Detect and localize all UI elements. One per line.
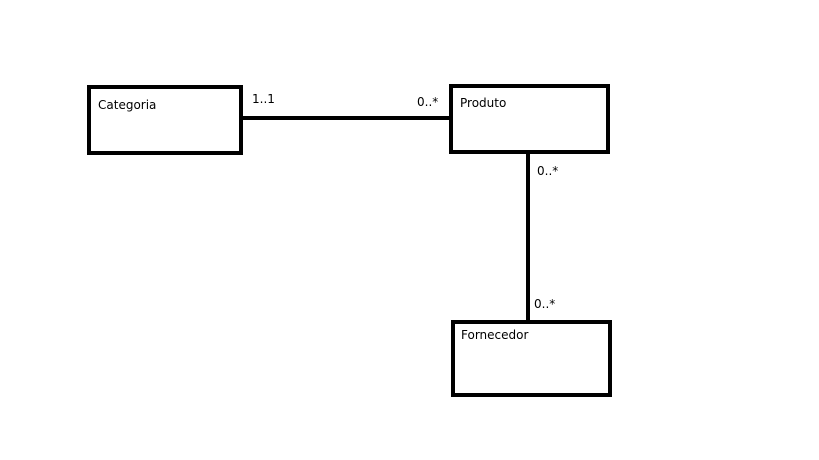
entity-categoria-box [87, 85, 243, 155]
multiplicity-produto-side-fornecedor: 0..* [537, 164, 558, 178]
entity-categoria[interactable]: Categoria [87, 85, 243, 155]
multiplicity-categoria-side: 1..1 [252, 92, 275, 106]
entity-fornecedor[interactable]: Fornecedor [451, 320, 612, 397]
entity-fornecedor-box [451, 320, 612, 397]
entity-produto[interactable]: Produto [449, 84, 610, 154]
entity-produto-box [449, 84, 610, 154]
multiplicity-fornecedor-side: 0..* [534, 297, 555, 311]
entity-produto-name: Produto [460, 96, 506, 110]
entity-fornecedor-name: Fornecedor [461, 328, 528, 342]
multiplicity-produto-side-categoria: 0..* [417, 95, 438, 109]
entity-categoria-name: Categoria [98, 98, 156, 112]
